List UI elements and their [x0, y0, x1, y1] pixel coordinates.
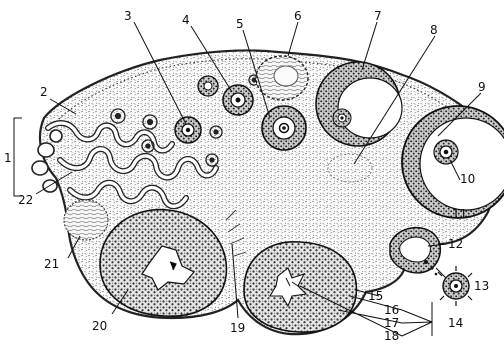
label-1: 1: [4, 151, 12, 165]
label-20: 20: [92, 319, 107, 333]
corpus-luteum: [244, 242, 356, 332]
label-19: 19: [230, 321, 245, 335]
mature-follicle: [402, 106, 504, 218]
label-8: 8: [430, 23, 438, 37]
label-22: 22: [18, 193, 33, 207]
label-15: 15: [368, 289, 383, 303]
corpus-albicans: [64, 200, 108, 240]
label-12: 12: [448, 237, 463, 251]
atretic-follicle: [256, 56, 308, 100]
label-5: 5: [236, 17, 244, 31]
label-4: 4: [182, 13, 190, 27]
label-11: 11: [452, 207, 467, 221]
label-9: 9: [478, 80, 486, 94]
released-oocyte: [438, 266, 472, 306]
label-13: 13: [474, 279, 489, 293]
label-21: 21: [44, 257, 59, 271]
label-6: 6: [294, 9, 302, 23]
label-7: 7: [374, 9, 382, 23]
tertiary-follicle: [316, 62, 402, 146]
label-16: 16: [384, 303, 399, 317]
label-3: 3: [124, 9, 132, 23]
label-17: 17: [384, 316, 399, 330]
label-14: 14: [448, 316, 463, 330]
label-10: 10: [460, 172, 475, 186]
label-2: 2: [40, 85, 48, 99]
primary-follicle: [175, 117, 201, 143]
label-18: 18: [384, 329, 399, 343]
